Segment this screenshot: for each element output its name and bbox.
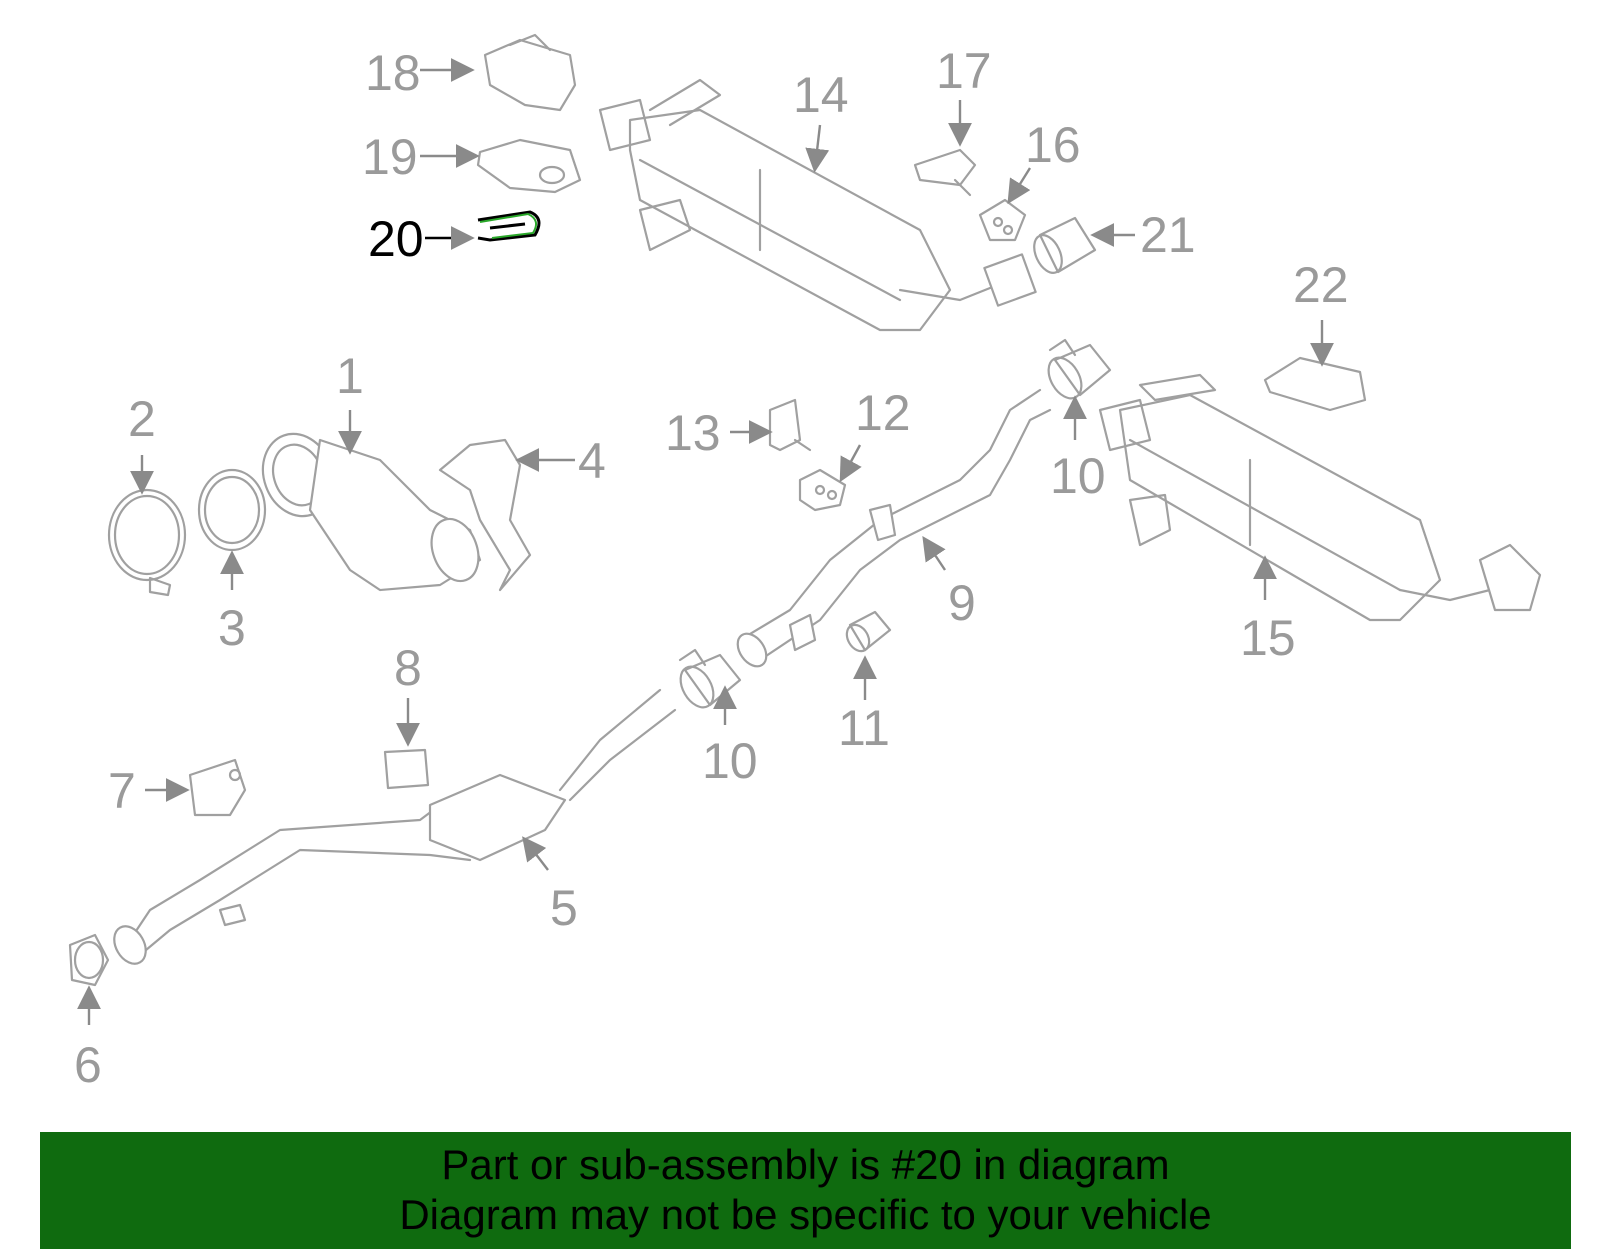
label-20: 20 — [368, 211, 424, 267]
part-11[interactable] — [842, 610, 892, 655]
part-9-intermediate-pipe[interactable] — [732, 388, 1052, 672]
exhaust-system-diagram: 18 19 20 14 17 16 21 22 1 2 3 4 13 12 10… — [68, 33, 1542, 1093]
part-19[interactable] — [476, 138, 582, 194]
label-12: 12 — [855, 385, 911, 441]
label-4: 4 — [578, 433, 606, 489]
callout-arrows — [77, 58, 1334, 1025]
label-15: 15 — [1240, 610, 1296, 666]
label-9: 9 — [948, 575, 976, 631]
label-7: 7 — [108, 763, 136, 819]
part-16[interactable] — [978, 198, 1027, 242]
part-12[interactable] — [798, 468, 847, 512]
part-21[interactable] — [1029, 216, 1097, 277]
part-1-catalytic-converter[interactable] — [252, 424, 487, 592]
label-1: 1 — [336, 348, 364, 404]
part-6-gasket[interactable] — [68, 933, 110, 987]
part-7[interactable] — [188, 758, 247, 817]
label-10-upper: 10 — [1050, 448, 1106, 504]
part-22[interactable] — [1263, 356, 1367, 412]
label-18: 18 — [365, 45, 421, 101]
part-17[interactable] — [913, 148, 977, 197]
label-2: 2 — [128, 391, 156, 447]
part-3-gasket[interactable] — [197, 468, 267, 552]
label-10-lower: 10 — [702, 733, 758, 789]
label-13: 13 — [665, 405, 721, 461]
label-21: 21 — [1140, 207, 1196, 263]
part-14-rear-muffler[interactable] — [598, 78, 1037, 332]
part-13[interactable] — [768, 398, 812, 452]
part-2-clamp[interactable] — [107, 488, 187, 597]
part-number-labels: 18 19 20 14 17 16 21 22 1 2 3 4 13 12 10… — [74, 43, 1349, 1093]
part-10-lower-clamp[interactable] — [674, 648, 742, 713]
label-14: 14 — [793, 67, 849, 123]
part-18[interactable] — [483, 33, 577, 112]
label-17: 17 — [936, 43, 992, 99]
part-10-upper-clamp[interactable] — [1042, 338, 1112, 404]
label-19: 19 — [362, 129, 418, 185]
banner-line-1: Part or sub-assembly is #20 in diagram — [441, 1141, 1170, 1188]
part-8[interactable] — [383, 748, 430, 790]
label-8: 8 — [394, 640, 422, 696]
banner-line-2: Diagram may not be specific to your vehi… — [399, 1191, 1212, 1238]
label-5: 5 — [550, 880, 578, 936]
info-banner: Part or sub-assembly is #20 in diagram D… — [40, 1132, 1571, 1249]
label-16: 16 — [1025, 117, 1081, 173]
part-20-highlighted[interactable] — [477, 210, 541, 242]
part-4-heat-shield[interactable] — [438, 438, 532, 592]
label-6: 6 — [74, 1037, 102, 1093]
label-3: 3 — [218, 600, 246, 656]
label-11: 11 — [838, 700, 890, 756]
part-15-rear-muffler[interactable] — [1098, 373, 1542, 622]
part-5-front-pipe-center-muffler[interactable] — [108, 688, 677, 969]
label-22: 22 — [1293, 257, 1349, 313]
